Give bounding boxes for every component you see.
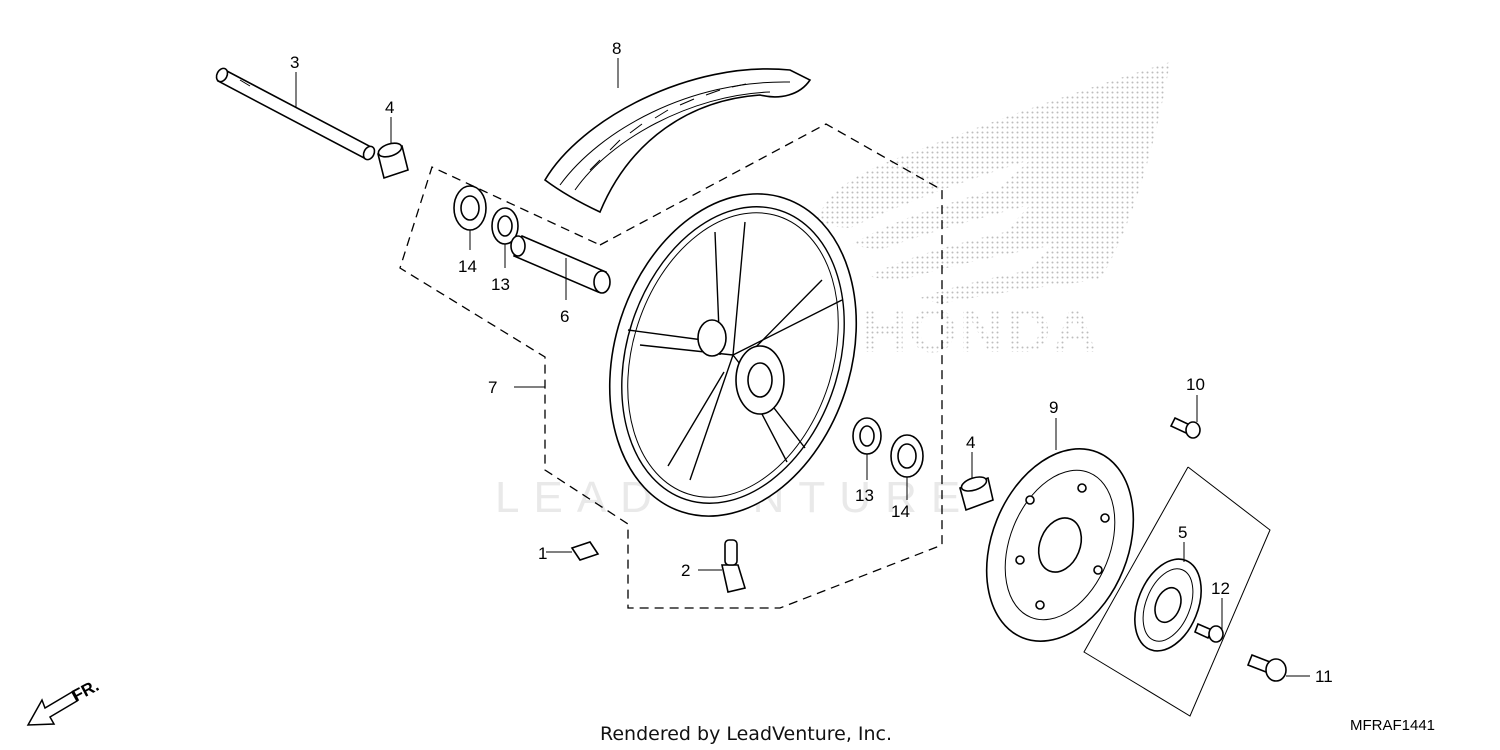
callout-14-upper: 14	[458, 257, 477, 276]
front-direction-arrow: FR.	[26, 676, 102, 726]
diagram-code: MFRAF1441	[1350, 717, 1435, 734]
side-collar-right	[959, 476, 994, 512]
callout-13-upper: 13	[491, 275, 510, 294]
callout-11: 11	[1315, 667, 1333, 686]
honda-watermark-text: HONDA	[862, 297, 1099, 366]
callout-3: 3	[290, 53, 299, 72]
front-tire	[543, 68, 812, 214]
callout-12: 12	[1211, 579, 1230, 598]
side-collar-left	[377, 142, 409, 180]
flange-bolt	[1246, 653, 1287, 682]
dust-seal-left	[491, 207, 519, 245]
pulser-bolt	[1193, 622, 1224, 643]
callout-4-upper: 4	[385, 98, 394, 117]
honda-wing-logo: HONDA	[815, 62, 1170, 366]
callout-9: 9	[1049, 398, 1058, 417]
tire-valve	[721, 539, 747, 593]
wheel-assembly-outline	[399, 123, 943, 609]
callout-6: 6	[560, 307, 569, 326]
dust-seal-right	[852, 417, 882, 455]
callout-4-lower: 4	[966, 433, 975, 452]
brake-disc	[985, 448, 1135, 642]
leader-lines	[295, 58, 1310, 677]
distance-collar	[510, 234, 611, 294]
callout-14-lower: 14	[891, 502, 910, 521]
callout-labels: 1 2 3 4 4 5 6 7 8 9 10 11 12 13 13 14 14	[290, 39, 1333, 686]
disc-bolt	[1169, 416, 1201, 439]
balance-weight	[570, 541, 600, 561]
rendered-by-footer: Rendered by LeadVenture, Inc.	[600, 723, 892, 745]
callout-2: 2	[681, 561, 690, 580]
front-wheel	[608, 193, 858, 517]
callout-1: 1	[538, 544, 547, 563]
pulser-ring	[1134, 558, 1202, 652]
pulser-group-outline	[1083, 466, 1271, 717]
callout-8: 8	[612, 39, 621, 58]
callout-7: 7	[488, 378, 497, 397]
callout-13-lower: 13	[855, 486, 874, 505]
bearing-right	[890, 434, 924, 478]
callout-5: 5	[1178, 523, 1187, 542]
bearing-left	[453, 185, 487, 231]
front-axle	[215, 67, 376, 161]
callout-10: 10	[1186, 375, 1205, 394]
